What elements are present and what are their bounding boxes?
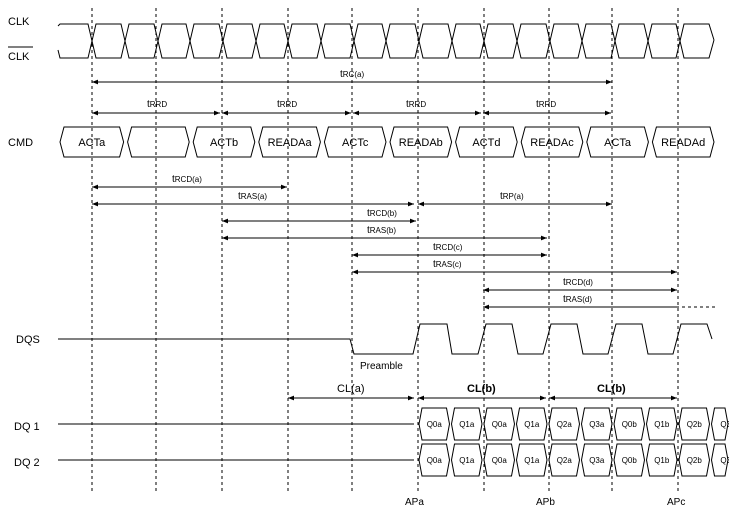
dq-data-box: [515, 407, 548, 441]
dq-data-label: Q1a: [524, 456, 540, 465]
cl-b-label-2: CL(b): [597, 383, 626, 395]
dq-data-label: Q0b: [622, 456, 638, 465]
dq-data-label: Q2b: [687, 420, 703, 429]
dq-data-label: Q1a: [459, 456, 475, 465]
dq-data-label: Q0a: [427, 420, 443, 429]
cmd-box: [586, 126, 649, 158]
tras-d-label: tRAS(d): [563, 294, 592, 305]
cmd-label: ACTb: [210, 137, 238, 149]
dq-data-label: Q0a: [492, 456, 508, 465]
dq-data-box: [678, 443, 711, 477]
cmd-box: [258, 126, 321, 158]
dq-data-box: [515, 443, 548, 477]
cmd-label: READAd: [661, 137, 705, 149]
cmd-label: READAb: [399, 137, 443, 149]
dq-data-box: [450, 443, 483, 477]
trcd-c-label: tRCD(c): [433, 242, 463, 253]
cmd-box: [455, 126, 518, 158]
dq-data-box: [548, 443, 581, 477]
dqs-label: DQS: [16, 334, 40, 346]
ap-c-label: APc: [667, 497, 685, 508]
trrd-label-1: tRRD: [147, 99, 167, 110]
cmd-label: ACTd: [472, 137, 500, 149]
dq-data-label: Q1a: [524, 420, 540, 429]
clk-bar-label: CLK: [8, 51, 30, 63]
trcd-a-label: tRCD(a): [172, 174, 202, 185]
trp-a-label: tRP(a): [500, 191, 524, 202]
dq-data-box: [580, 407, 613, 441]
cmd-box: [651, 126, 715, 158]
cmd-label: READAc: [530, 137, 574, 149]
preamble-label: Preamble: [360, 361, 403, 372]
cmd-box: [127, 126, 190, 158]
dq-data-label: Q1b: [654, 456, 670, 465]
clk-waveform: [57, 23, 715, 59]
dq-data-label: Q0a: [492, 420, 508, 429]
cmd-box: [59, 126, 125, 158]
dq-data-box: [548, 407, 581, 441]
dq-data-box: [418, 443, 451, 477]
dq-data-label: Q0b: [622, 420, 638, 429]
dq1-label: DQ 1: [14, 421, 40, 433]
dq-data-box: [613, 443, 646, 477]
dq-data-box: [645, 443, 678, 477]
dq-data-label: Q3a: [589, 420, 605, 429]
dq-data-box: [450, 407, 483, 441]
dq-data-box: [418, 407, 451, 441]
cmd-label: CMD: [8, 137, 33, 149]
cmd-label: ACTa: [604, 137, 632, 149]
trcd-d-label: tRCD(d): [563, 277, 593, 288]
trcd-b-label: tRCD(b): [367, 208, 397, 219]
dq-data-label: Q3a: [589, 456, 605, 465]
cl-b-label-1: CL(b): [467, 383, 496, 395]
dq-data-label: Q1b: [654, 420, 670, 429]
cmd-box: [192, 126, 256, 158]
cl-a-label: CL(a): [337, 383, 365, 395]
cas-latency-arrows: CL(a) CL(b) CL(b): [288, 383, 677, 401]
timing-arrows: tRC(a) tRRD tRRD tRRD tRRD tRCD(a) tRAS(…: [92, 69, 716, 310]
tras-a-label: tRAS(a): [238, 191, 267, 202]
trrd-label-2: tRRD: [277, 99, 297, 110]
dq-data-box: [483, 407, 516, 441]
dq-data-label: Q2a: [557, 456, 573, 465]
tras-b-label: tRAS(b): [367, 225, 396, 236]
dq2-label: DQ 2: [14, 457, 40, 469]
dq1-bus: Q0a Q1a Q0a Q1a Q2a Q3a Q0b Q1b Q2b Q3: [58, 407, 729, 441]
cmd-label: READAa: [268, 137, 313, 149]
cmd-box: [389, 126, 453, 158]
dq-data-box: [613, 407, 646, 441]
dq-data-box: [580, 443, 613, 477]
ap-b-label: APb: [536, 497, 555, 508]
dq-data-box: [678, 407, 711, 441]
dq-data-label: Q2a: [557, 420, 573, 429]
cmd-bus: ACTa ACTb READAa ACTc READAb ACTd READAc ACTa RE…: [59, 126, 715, 158]
dq2-bus: Q0a Q1a Q0a Q1a Q2a Q3a Q0b Q1b Q2b Q3: [58, 443, 729, 477]
dq-data-box: [645, 407, 678, 441]
trrd-label-3: tRRD: [406, 99, 426, 110]
dq-data-box: [483, 443, 516, 477]
dq-data-label: Q2b: [687, 456, 703, 465]
dq-data-label: Q1a: [459, 420, 475, 429]
trc-label: tRC(a): [340, 69, 364, 80]
cmd-label: ACTa: [78, 137, 106, 149]
cmd-box: [323, 126, 387, 158]
cmd-label: ACTc: [342, 137, 369, 149]
trrd-label-4: tRRD: [536, 99, 556, 110]
cmd-box: [520, 126, 584, 158]
dq-data-label: Q3: [720, 420, 729, 429]
tras-c-label: tRAS(c): [433, 259, 462, 270]
dq-data-box: [710, 443, 729, 477]
dqs-waveform: Preamble: [58, 323, 713, 372]
clock-edge-gridlines: [91, 8, 679, 492]
ap-a-label: APa: [405, 497, 424, 508]
clk-label: CLK: [8, 16, 30, 28]
dq-data-box: [710, 407, 729, 441]
dq-data-label: Q3: [720, 456, 729, 465]
dq-data-label: Q0a: [427, 456, 443, 465]
